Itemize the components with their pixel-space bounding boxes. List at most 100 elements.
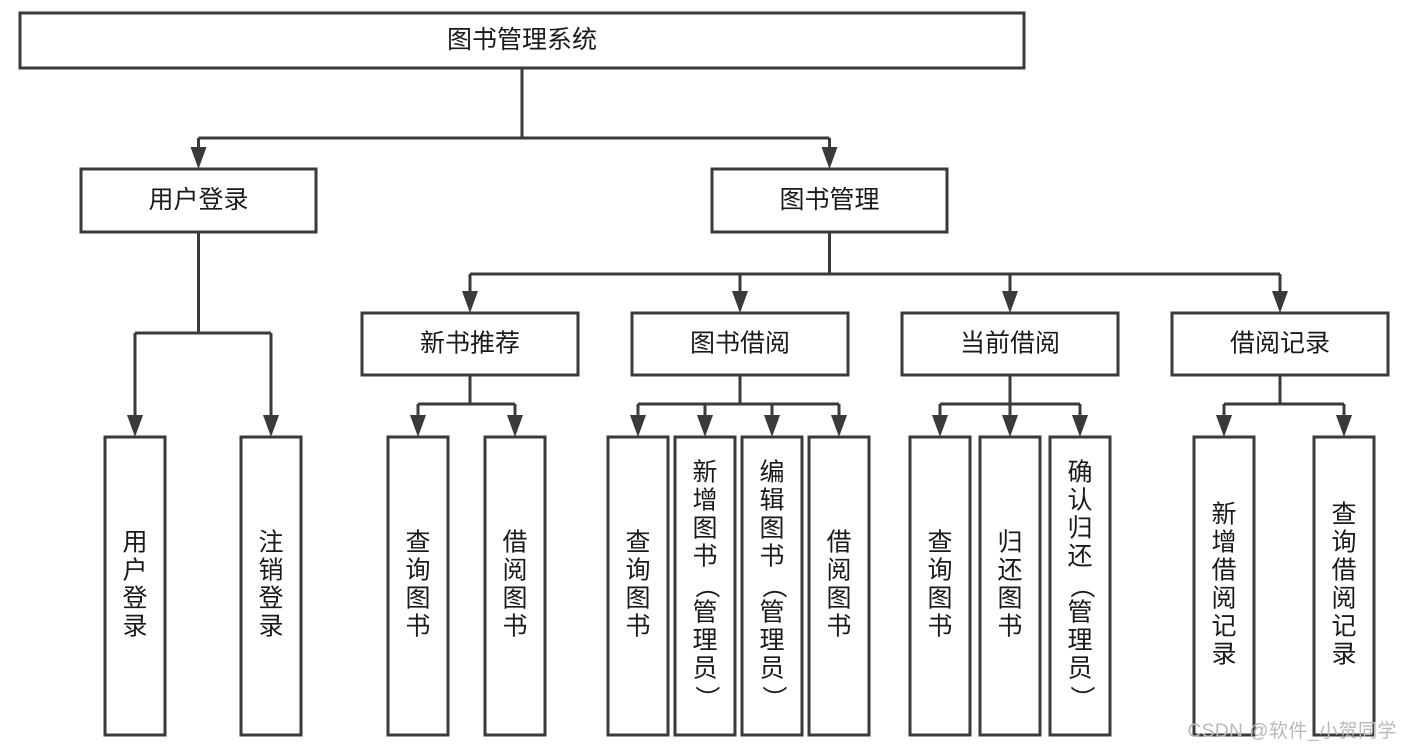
leaf-node-leaf-add-record-label-char: 记: [1211, 613, 1236, 641]
root-node-title-box: [18, 11, 1026, 70]
root-node-title: 图书管理系统: [18, 11, 1026, 70]
leaf-node-leaf-confirm-return-box: [1048, 435, 1112, 737]
leaf-node-leaf-add-record-label-char: 录: [1211, 641, 1236, 669]
leaf-node-leaf-confirm-return-label-char: （: [1067, 573, 1095, 598]
leaf-node-leaf-user-login-label-char: 登: [122, 585, 147, 613]
leaf-node-leaf-edit-book-label-char: ）: [759, 685, 787, 710]
leaf-node-leaf-add-record-label-char: 阅: [1211, 585, 1236, 613]
leaf-node-leaf-query-book-2-label-char: 查: [625, 529, 650, 557]
leaf-node-leaf-add-record-box: [1192, 435, 1256, 737]
leaf-node-leaf-add-book-label-char: 图: [692, 515, 717, 543]
leaf-node-leaf-user-login-label-char: 录: [122, 613, 147, 641]
leaf-node-leaf-query-record-label-char: 借: [1331, 557, 1356, 585]
leaf-node-leaf-query-record-box: [1312, 435, 1376, 737]
leaf-node-leaf-user-login-label-char: 户: [122, 557, 147, 585]
leaf-node-leaf-confirm-return-label-char: 管: [1067, 599, 1092, 627]
level1-node-book-admin-label: 图书管理: [779, 186, 879, 214]
leaf-node-leaf-query-record-label-char: 查: [1331, 501, 1356, 529]
leaf-node-leaf-logout-box: [239, 435, 303, 737]
leaf-node-leaf-edit-book-label-char: 书: [759, 543, 784, 571]
leaf-node-leaf-confirm-return-label-char: ）: [1067, 685, 1095, 710]
leaf-node-leaf-return-book-label-char: 还: [997, 557, 1022, 585]
leaf-node-leaf-add-book-label-char: ）: [692, 685, 720, 710]
leaf-node-leaf-query-book-3-label-char: 询: [927, 557, 952, 585]
leaf-node-leaf-add-book-label-char: 员: [692, 655, 717, 683]
leaf-node-leaf-user-login-label-char: 用: [122, 529, 147, 557]
leaf-node-leaf-edit-book-label-char: 辑: [759, 487, 784, 515]
leaf-node-leaf-borrow-book-2-box: [807, 435, 871, 737]
leaf-node-leaf-confirm-return-label-char: 理: [1067, 627, 1092, 655]
leaf-node-leaf-edit-book-label-char: 理: [759, 627, 784, 655]
leaf-node-leaf-confirm-return-label-char: 认: [1067, 487, 1092, 515]
leaf-node-leaf-query-book-2-label-char: 图: [625, 585, 650, 613]
leaf-node-leaf-query-record-label-char: 阅: [1331, 585, 1356, 613]
level1-node-user-login-box: [79, 167, 318, 234]
level2-node-current-borrow: 当前借阅: [900, 311, 1120, 377]
leaf-node-leaf-query-book-1-label-char: 查: [405, 529, 430, 557]
leaf-node-leaf-logout-label-char: 销: [258, 557, 283, 585]
leaf-node-leaf-borrow-book-1-label-char: 图: [502, 585, 527, 613]
level1-node-book-admin-box: [710, 167, 949, 234]
level2-node-book-borrow-box: [630, 311, 850, 377]
leaf-node-leaf-user-login: 用户登录: [103, 435, 167, 737]
leaf-node-leaf-confirm-return-label-char: 确: [1067, 459, 1092, 487]
leaf-node-leaf-query-record-label-char: 录: [1331, 641, 1356, 669]
leaf-node-leaf-return-book-label-char: 归: [997, 529, 1022, 557]
level2-node-current-borrow-label: 当前借阅: [960, 330, 1060, 358]
leaf-node-leaf-query-book-1-label-char: 图: [405, 585, 430, 613]
leaf-node-leaf-query-book-1-box: [386, 435, 450, 737]
leaf-node-leaf-add-record-label-char: 增: [1211, 529, 1236, 557]
leaf-node-leaf-logout-label-char: 登: [258, 585, 283, 613]
level2-node-new-book-rec-label: 新书推荐: [420, 330, 520, 358]
leaf-node-leaf-return-book-label-char: 图: [997, 585, 1022, 613]
root-node-title-label: 图书管理系统: [447, 26, 597, 54]
level2-node-borrow-record: 借阅记录: [1170, 311, 1390, 377]
level2-node-book-borrow-label: 图书借阅: [690, 330, 790, 358]
leaf-node-leaf-return-book-box: [978, 435, 1042, 737]
leaf-node-leaf-confirm-return-label-char: 归: [1067, 515, 1092, 543]
leaf-node-leaf-edit-book-label-char: （: [759, 573, 787, 598]
nodes-layer: 图书管理系统用户登录图书管理新书推荐图书借阅当前借阅借阅记录用户登录注销登录查询…: [18, 11, 1390, 737]
leaf-node-leaf-edit-book-label-char: 图: [759, 515, 784, 543]
leaf-node-leaf-edit-book-label-char: 管: [759, 599, 784, 627]
leaf-node-leaf-edit-book-box: [740, 435, 804, 737]
leaf-node-leaf-query-book-2-box: [606, 435, 670, 737]
leaf-node-leaf-query-book-2-label-char: 书: [625, 613, 650, 641]
leaf-node-leaf-borrow-book-2-label-char: 书: [826, 613, 851, 641]
leaf-node-leaf-borrow-book-1-box: [483, 435, 547, 737]
leaf-node-leaf-borrow-book-2-label-char: 图: [826, 585, 851, 613]
level2-node-borrow-record-box: [1170, 311, 1390, 377]
leaf-node-leaf-user-login-box: [103, 435, 167, 737]
level1-node-user-login: 用户登录: [79, 167, 318, 234]
leaf-node-leaf-add-record-label-char: 新: [1211, 501, 1236, 529]
level2-node-new-book-rec: 新书推荐: [360, 311, 580, 377]
connector-lines-layer: [127, 68, 1352, 437]
level1-node-book-admin: 图书管理: [710, 167, 949, 234]
leaf-node-leaf-confirm-return-label-char: 还: [1067, 543, 1092, 571]
leaf-node-leaf-add-book-box: [673, 435, 737, 737]
level2-node-book-borrow: 图书借阅: [630, 311, 850, 377]
leaf-node-leaf-query-book-2-label-char: 询: [625, 557, 650, 585]
leaf-node-leaf-add-book-label-char: 新: [692, 459, 717, 487]
leaf-node-leaf-edit-book-label-char: 编: [759, 459, 784, 487]
leaf-node-leaf-query-book-1-label-char: 书: [405, 613, 430, 641]
leaf-node-leaf-borrow-book-1-label-char: 书: [502, 613, 527, 641]
leaf-node-leaf-confirm-return-label-char: 员: [1067, 655, 1092, 683]
leaf-node-leaf-add-book-label-char: 书: [692, 543, 717, 571]
leaf-node-leaf-borrow-book-2-label-char: 借: [826, 529, 851, 557]
leaf-node-leaf-logout-label-char: 注: [258, 529, 283, 557]
leaf-node-leaf-add-book-label-char: 增: [692, 487, 717, 515]
leaf-node-leaf-query-record-label-char: 记: [1331, 613, 1356, 641]
leaf-node-leaf-query-book-1-label-char: 询: [405, 557, 430, 585]
leaf-node-leaf-add-book-label-char: 理: [692, 627, 717, 655]
level2-node-new-book-rec-box: [360, 311, 580, 377]
leaf-node-leaf-query-book-3-label-char: 书: [927, 613, 952, 641]
